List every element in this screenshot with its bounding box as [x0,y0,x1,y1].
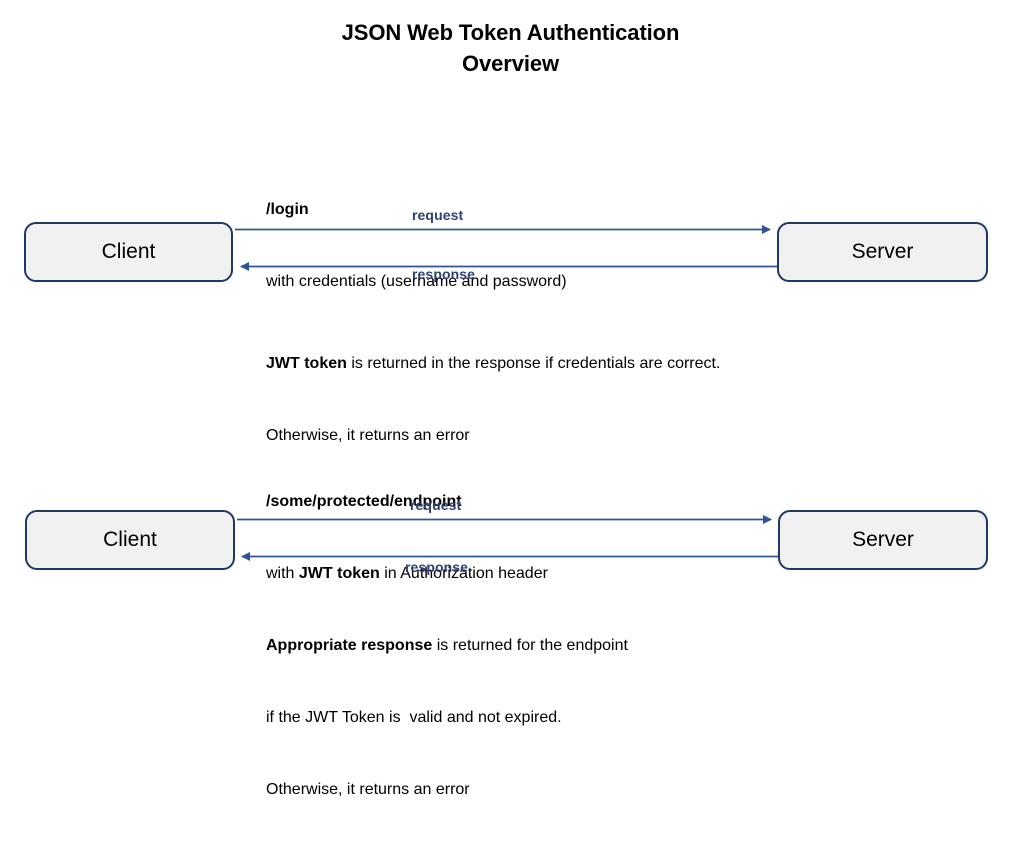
client-node-1-label: Client [101,240,156,263]
jwt-token-return-line: JWT token is returned in the response if… [266,352,720,376]
token-validity-note: if the JWT Token is valid and not expire… [266,709,562,726]
server-node-1[interactable]: Server [777,222,988,282]
protected-auth-pre: with [266,565,299,582]
client-node-2-label: Client [103,528,157,551]
login-error-note: Otherwise, it returns an error [266,427,470,444]
arrow-label-request-1: request [412,207,464,223]
protected-jwt-term: JWT token [298,565,380,582]
appropriate-response-term: Appropriate response [266,637,433,654]
protected-response-description: Appropriate response is returned for the… [266,586,628,850]
server-node-1-label: Server [851,240,914,263]
page-title-line-1: JSON Web Token Authentication [341,20,680,45]
arrow-label-request-2: request [410,497,462,513]
page-title: JSON Web Token Authentication Overview [0,17,1021,79]
protected-request-description: /some/protected/endpoint with JWT token … [266,442,548,634]
protected-endpoint-path: /some/protected/endpoint [266,493,462,510]
client-node-2[interactable]: Client [25,510,235,570]
arrow-label-response-1: response [412,266,476,282]
diagram-canvas: JSON Web Token Authentication Overview /… [0,17,1021,798]
protected-auth-post: in Authorization header [379,565,548,582]
protected-error-note: Otherwise, it returns an error [266,781,470,798]
login-response-description: JWT token is returned in the response if… [266,304,720,496]
appropriate-response-line: Appropriate response is returned for the… [266,634,628,658]
arrow-label-response-2: response [405,559,469,575]
page-title-line-2: Overview [461,51,560,76]
protected-auth-header-note: with JWT token in Authorization header [266,562,548,586]
appropriate-response-rest: is returned for the endpoint [432,637,628,654]
server-node-2[interactable]: Server [778,510,988,570]
jwt-token-term: JWT token [266,355,347,372]
login-endpoint-path: /login [266,201,309,218]
login-credentials-note: with credentials (username and password) [266,273,567,290]
server-node-2-label: Server [852,528,914,551]
login-request-description: /login with credentials (username and pa… [266,150,567,342]
client-node-1[interactable]: Client [24,222,233,282]
jwt-token-return-rest: is returned in the response if credentia… [346,355,721,372]
